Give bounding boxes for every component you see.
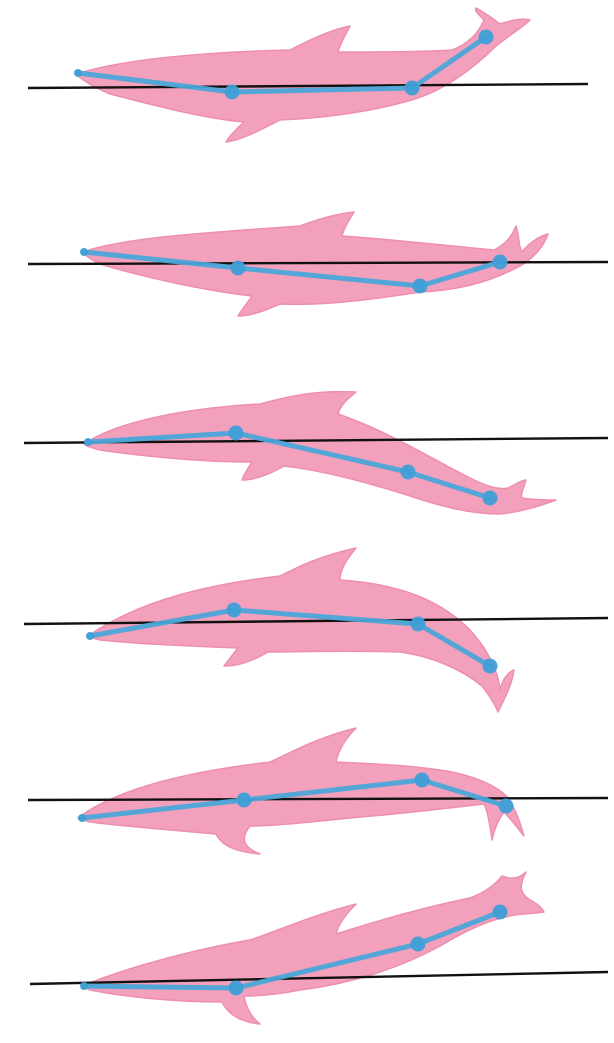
- spine-joint: [493, 905, 508, 920]
- spine-joint: [237, 793, 252, 808]
- spine-joint: [229, 981, 244, 996]
- frame-5: [28, 728, 608, 854]
- spine-joint: [225, 85, 240, 100]
- spine-joint: [411, 937, 426, 952]
- frame-1: [28, 8, 588, 142]
- frame-4: [24, 548, 608, 712]
- spine-joint: [493, 255, 508, 270]
- spine-joint: [499, 799, 514, 814]
- spine-joint: [483, 659, 498, 674]
- spine-joint: [229, 426, 244, 441]
- frame-3: [24, 392, 608, 514]
- spine-joint: [227, 603, 242, 618]
- spine-joint: [401, 465, 416, 480]
- spine-joint: [415, 773, 430, 788]
- frame-2: [28, 212, 608, 316]
- spine-joint: [86, 632, 94, 640]
- dolphin-body: [82, 872, 544, 1024]
- spine-joint: [74, 69, 82, 77]
- spine-joint: [80, 982, 88, 990]
- spine-joint: [413, 279, 428, 294]
- spine-joint: [84, 438, 92, 446]
- frame-6: [30, 872, 608, 1024]
- spine-joint: [78, 814, 86, 822]
- dolphin-body: [76, 8, 530, 142]
- spine-joint: [411, 617, 426, 632]
- spine-joint: [231, 261, 246, 276]
- frames-layer: [24, 8, 608, 1024]
- spine-joint: [80, 248, 88, 256]
- spine-joint: [479, 30, 494, 45]
- spine-joint: [483, 491, 498, 506]
- spine-joint: [405, 81, 420, 96]
- dolphin-body: [88, 548, 514, 712]
